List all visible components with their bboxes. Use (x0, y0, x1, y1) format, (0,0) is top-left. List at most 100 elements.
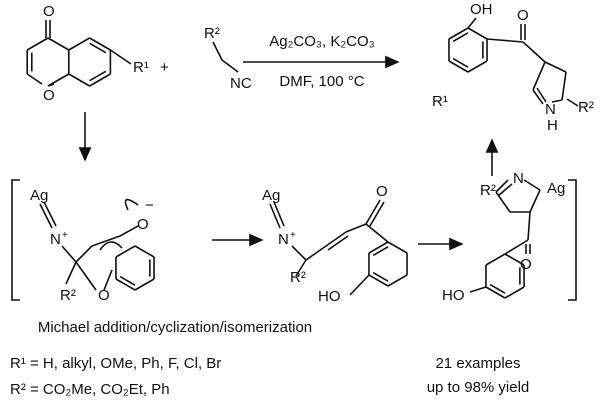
bond (527, 211, 531, 241)
bond (566, 98, 579, 107)
summary-examples: 21 examples (435, 355, 520, 372)
chromone-structure: O O R¹ + (43, 3, 169, 104)
bond (469, 286, 487, 293)
int1-o-minus: O (137, 216, 149, 233)
plus-sign: + (160, 59, 169, 76)
bond (325, 231, 347, 247)
summary-yield: up to 98% yield (427, 379, 530, 396)
int1-r2: R² (60, 287, 76, 304)
bond (75, 245, 93, 263)
bond (291, 245, 307, 261)
int2-benzene-ring (387, 241, 408, 254)
bond (532, 89, 544, 105)
product-r1: R¹ (432, 93, 448, 110)
isocyanide-structure: R² NC (204, 25, 252, 92)
product-structure: OH O R¹ N H R² (432, 1, 594, 134)
double-bond (372, 271, 389, 282)
double-bond (372, 246, 389, 257)
product-phenol-ring (467, 27, 488, 40)
int1-ag: Ag (30, 187, 48, 204)
bond (91, 235, 121, 247)
bond (109, 49, 132, 65)
int1-ring-o: O (98, 287, 110, 304)
int2-r2: R² (290, 269, 306, 286)
bond (544, 61, 567, 73)
isocyanide-nc: NC (230, 75, 252, 92)
bond (365, 199, 381, 225)
bond (295, 259, 307, 277)
bond (65, 261, 77, 285)
bond (551, 99, 563, 103)
int2-plus: + (290, 230, 296, 241)
bond (327, 235, 349, 251)
product-nh-n: N (545, 101, 556, 118)
chromone-benzene-ring (89, 37, 111, 51)
int1-n: N (50, 231, 61, 248)
scope-r1: R¹ = H, alkyl, OMe, Ph, F, Cl, Br (10, 355, 221, 372)
bond (467, 17, 477, 29)
product-phenol-ring (467, 60, 488, 73)
bond (522, 41, 546, 63)
curved-arrow (99, 241, 123, 251)
int2-ag: Ag (262, 187, 280, 204)
int1-benzene-ring (115, 278, 136, 291)
right-bracket (568, 179, 577, 301)
int2-ho: HO (318, 288, 341, 305)
int1-benzene-ring (134, 245, 155, 258)
bond (523, 179, 541, 191)
int2-benzene-ring (387, 274, 408, 287)
bond (119, 225, 139, 237)
bond (345, 223, 367, 233)
double-bond (452, 32, 469, 43)
chromone-pyranone-ring (26, 37, 49, 51)
bond (269, 203, 281, 229)
isocyanide-r2: R² (204, 25, 220, 42)
curved-arrow (124, 198, 139, 211)
bond (369, 201, 385, 227)
bond (504, 239, 529, 255)
int3-benzene-ring (504, 286, 525, 299)
product-oh: OH (470, 1, 493, 18)
bond (495, 179, 509, 193)
chromone-benzene-ring (89, 73, 111, 87)
double-bond (89, 42, 107, 54)
bond (26, 73, 43, 85)
int3-benzene-ring (485, 253, 506, 266)
bond (47, 83, 55, 87)
chromone-benzene-ring (68, 37, 90, 51)
bond (305, 245, 327, 261)
mechanism-caption: Michael addition/cyclization/isomerizati… (38, 319, 312, 336)
bond (43, 201, 57, 227)
chromone-pyranone-ring (47, 73, 70, 87)
bond (221, 59, 239, 73)
double-bond (89, 70, 107, 82)
bond (532, 61, 546, 91)
int2-o: O (376, 183, 388, 200)
bond (495, 191, 511, 213)
bond (39, 203, 53, 229)
intermediate-3: R² N Ag O HO (442, 170, 565, 304)
conditions-top: Ag₂CO₃, K₂CO₃ (269, 33, 375, 50)
bond (529, 189, 541, 213)
bond (561, 71, 567, 101)
int3-ho: HO (442, 287, 465, 304)
bond (497, 183, 513, 197)
int2-benzene-ring (368, 241, 389, 254)
int3-benzene-ring (504, 253, 525, 266)
intermediate-2: Ag N + O R² HO (262, 183, 388, 305)
double-bond (489, 283, 506, 294)
scope-r2: R² = CO₂Me, CO₂Et, Ph (10, 381, 170, 398)
bond (103, 269, 113, 291)
chromone-benzene-ring (68, 73, 90, 87)
left-bracket (11, 179, 20, 301)
int3-r2: R² (480, 182, 496, 199)
bond (61, 245, 77, 263)
int2-benzene-ring (368, 274, 389, 287)
product-r2: R² (578, 99, 594, 116)
int2-n: N (278, 231, 289, 248)
int3-ag: Ag (547, 180, 565, 197)
int1-minus: − (145, 197, 154, 214)
bond (273, 201, 285, 227)
double-bond (119, 275, 136, 286)
